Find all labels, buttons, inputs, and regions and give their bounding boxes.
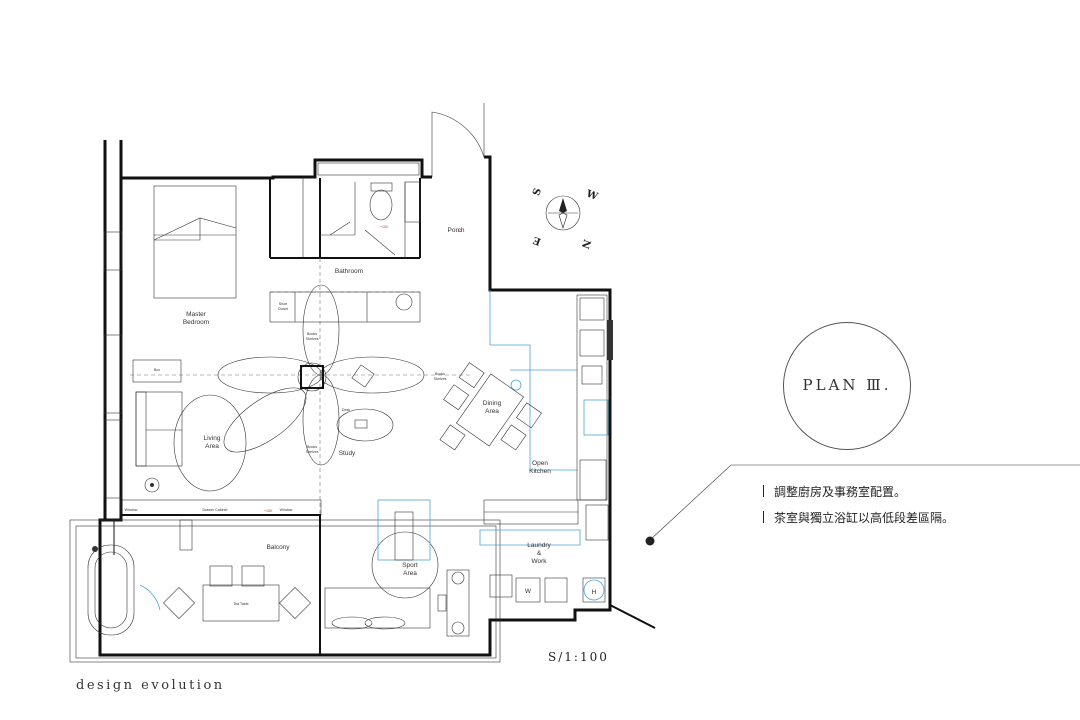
label-kitchen: Kitchen bbox=[529, 468, 551, 475]
compass-n: N bbox=[579, 238, 592, 250]
label-study: Study bbox=[339, 450, 356, 457]
label-living-area: Area bbox=[205, 443, 219, 450]
label-laundry: Laundry bbox=[527, 542, 551, 549]
label-heater: H bbox=[592, 589, 597, 596]
compass-letters: S W N E bbox=[531, 187, 599, 250]
box-shelf bbox=[132, 359, 182, 383]
label-shelves-3: Shelves bbox=[306, 450, 319, 454]
note-bar bbox=[763, 485, 764, 497]
plan-title: PLAN Ⅲ. bbox=[802, 376, 892, 394]
label-dining-area: Area bbox=[485, 408, 499, 415]
label-tea-table: Tea Table bbox=[233, 602, 248, 606]
label-height-100: +100 bbox=[380, 225, 388, 229]
label-porch: Porch bbox=[448, 227, 465, 234]
label-desk: Desk bbox=[342, 408, 350, 412]
compass-e: E bbox=[531, 234, 542, 247]
interior-walls bbox=[120, 178, 470, 655]
label-drawer-cabinet: Drawer Cabinet bbox=[203, 508, 228, 512]
label-dining: Dining bbox=[483, 400, 502, 407]
kitchen bbox=[483, 290, 609, 525]
design-notes: 調整廚房及事務室配置。 茶室與獨立浴缸以高低段差區隔。 bbox=[763, 483, 1063, 535]
bed bbox=[153, 185, 237, 299]
sport-equipment bbox=[324, 499, 470, 637]
label-bedroom: Bedroom bbox=[183, 319, 209, 326]
dining-table bbox=[439, 362, 542, 451]
note-bar bbox=[763, 511, 764, 523]
label-window-1: Window bbox=[125, 508, 138, 512]
laundry bbox=[479, 504, 609, 603]
toilet bbox=[329, 182, 413, 311]
label-bathroom: Bathroom bbox=[335, 268, 363, 275]
page-caption: design evolution bbox=[76, 678, 225, 693]
note-line-1: 調整廚房及事務室配置。 bbox=[763, 483, 1063, 500]
label-master: Master bbox=[186, 311, 207, 318]
plan-title-circle bbox=[783, 322, 911, 450]
scale-label: S/1:100 bbox=[548, 650, 609, 664]
label-work: Work bbox=[531, 558, 547, 565]
label-shoe: Shoe bbox=[279, 302, 287, 306]
label-living: Living bbox=[204, 435, 221, 442]
label-closet: Closet bbox=[278, 307, 288, 311]
label-washer: W bbox=[525, 588, 532, 595]
label-box: Box bbox=[154, 368, 160, 372]
note-leader bbox=[645, 464, 1080, 546]
label-amp: & bbox=[537, 550, 542, 557]
compass-w: W bbox=[584, 188, 600, 203]
sofa bbox=[135, 391, 247, 493]
balcony-tea bbox=[87, 519, 311, 636]
compass-s: S bbox=[531, 187, 544, 198]
note-text-1: 調整廚房及事務室配置。 bbox=[774, 485, 907, 499]
note-text-2: 茶室與獨立浴缸以高低段差區隔。 bbox=[774, 511, 955, 525]
label-books-3: Books bbox=[307, 445, 317, 449]
label-window-2: Window bbox=[280, 508, 293, 512]
label-height-150: +150 bbox=[264, 509, 272, 513]
entry-door bbox=[431, 103, 485, 177]
label-sport-area: Area bbox=[403, 570, 417, 577]
label-shelves-2: Shelves bbox=[434, 377, 447, 381]
label-books-1: Books bbox=[307, 332, 317, 336]
label-sport: Sport bbox=[402, 562, 418, 569]
label-books-2: Books bbox=[435, 372, 445, 376]
note-line-2: 茶室與獨立浴缸以高低段差區隔。 bbox=[763, 509, 1063, 526]
label-open: Open bbox=[532, 460, 548, 467]
label-height-10: -10 bbox=[456, 229, 461, 233]
svg-text:Laundry&Work: Laundry&Work bbox=[527, 542, 551, 565]
study-desk bbox=[217, 284, 425, 466]
compass-icon bbox=[545, 195, 581, 231]
label-shelves-1: Shelves bbox=[306, 337, 319, 341]
label-balcony: Balcony bbox=[266, 544, 290, 551]
